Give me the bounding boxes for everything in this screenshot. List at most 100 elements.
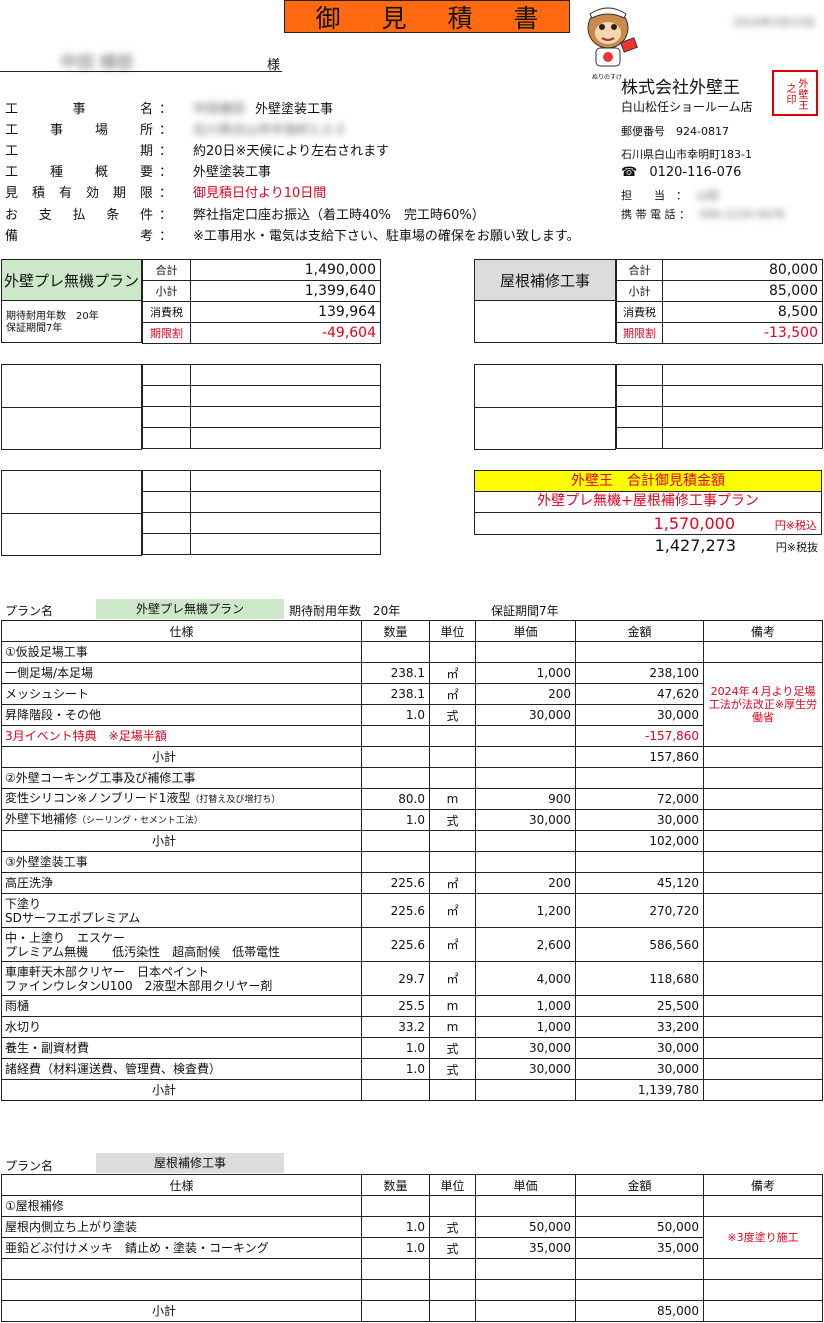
- plan2-qty: [361, 1300, 430, 1322]
- info-value: 外壁塗装工事: [193, 161, 271, 180]
- plan1-qty: 1.0: [361, 809, 430, 831]
- mascot-caption: ぬりのすけ: [592, 74, 623, 81]
- plan1-price: 30,000: [475, 1037, 576, 1059]
- plan1-remark-empty: [703, 851, 823, 873]
- plan1-price: 1,000: [475, 662, 576, 684]
- plan2-qty: 1.0: [361, 1237, 430, 1259]
- total-excl-label: 円※税抜: [775, 541, 818, 554]
- info-label-char: お: [5, 207, 19, 223]
- plan1-qty: [361, 746, 430, 768]
- plan2-price: [475, 1195, 576, 1217]
- info-label-char: 見: [5, 185, 19, 201]
- plan2-row: [1, 1279, 823, 1301]
- plan1-spec: ①仮設足場工事: [1, 641, 362, 663]
- mobile-line: 携 帯 電 話 ： 090-1234-5678: [621, 206, 784, 222]
- plan1-unit: m: [429, 1016, 476, 1038]
- plan1-unit: [429, 725, 476, 747]
- mobile-number: 090-1234-5678: [699, 208, 785, 221]
- plan1-row: 車庫軒天木部クリヤー 日本ペイントファインウレタンU100 2液型木部用クリヤー…: [1, 961, 823, 996]
- info-row: 見積有効期限：御見積日付より10日間: [5, 181, 326, 201]
- plan2-remark: ※3度塗り施工: [703, 1216, 823, 1259]
- plan1-spec-text: ②外壁コーキング工事及び補修工事: [5, 771, 196, 785]
- plan2-spec-text: 小計: [152, 1304, 177, 1318]
- plan1-spec-text: 下塗り: [5, 896, 42, 911]
- plan1-remark-empty: [703, 767, 823, 789]
- plan2-amount: 85,000: [575, 1300, 704, 1322]
- plan1-spec: 小計: [1, 746, 362, 768]
- plan1-header-cell: 金額: [575, 620, 704, 642]
- summary-right-row-label: 小計: [616, 280, 663, 302]
- summary-right-row-label: 消費税: [616, 301, 663, 323]
- total-box: 外壁王 合計御見積金額 外壁プレ無機+屋根補修工事プラン 1,570,000 円…: [474, 470, 822, 557]
- plan1-spec: 養生・副資材費: [1, 1037, 362, 1059]
- plan1-price: [475, 746, 576, 768]
- info-row: 工事名：中田様邸外壁塗装工事: [5, 97, 333, 117]
- info-colon: ：: [159, 207, 173, 223]
- plan1-price: 900: [475, 788, 576, 810]
- info-colon: ：: [159, 164, 173, 180]
- plan1-amount: 47,620: [575, 683, 704, 705]
- plan1-spec-text: ③外壁塗装工事: [5, 855, 88, 869]
- plan2-qty: [361, 1195, 430, 1217]
- plan1-spec-text: メッシュシート: [5, 687, 90, 701]
- info-label-char: 要: [139, 164, 153, 180]
- info-label-char: 支: [38, 207, 52, 223]
- plan1-price: [475, 725, 576, 747]
- info-label-char: 工: [5, 101, 19, 117]
- plan1-spec: 3月イベント特典 ※足場半額: [1, 725, 362, 747]
- plan1-qty: 238.1: [361, 662, 430, 684]
- summary-right-row-label: 期限割: [616, 322, 663, 344]
- plan1-unit: ㎡: [429, 893, 476, 928]
- info-value-redacted: 石川県白山市中島町1-2-3: [193, 122, 345, 138]
- plan1-spec-text: 車庫軒天木部クリヤー 日本ペイント: [5, 964, 210, 979]
- plan1-price: [475, 641, 576, 663]
- plan1-amount: [575, 767, 704, 789]
- plan1-remark: 2024年４月より足場工法が法改正※厚生労働省: [703, 662, 823, 747]
- plan1-price: 2,600: [475, 927, 576, 962]
- plan1-amount: 30,000: [575, 1037, 704, 1059]
- info-value-text: 弊社指定口座お振込（着工時40% 完工時60%）: [193, 207, 485, 223]
- plan1-spec-text: 小計: [152, 750, 177, 764]
- info-label-char: 場: [94, 122, 108, 138]
- summary-right-notes: [474, 301, 616, 343]
- info-row: 工期：約20日※天候により左右されます: [5, 139, 389, 159]
- summary-right-row: 期限割-13,500: [616, 322, 823, 344]
- plan1-amount: -157,860: [575, 725, 704, 747]
- plan1-warranty: 保証期間7年: [491, 604, 559, 618]
- info-label: 工事名: [5, 98, 159, 117]
- plan1-unit: [429, 767, 476, 789]
- info-label-char: 工: [5, 164, 19, 180]
- plan1-price: 1,000: [475, 995, 576, 1017]
- customer-underline: [0, 71, 282, 72]
- total-incl-amount: 1,570,000: [653, 514, 735, 533]
- plan1-unit: ㎡: [429, 961, 476, 996]
- plan2-amount: [575, 1279, 704, 1301]
- info-value: 約20日※天候により左右されます: [193, 140, 389, 159]
- plan2-spec-text: ①屋根補修: [5, 1199, 64, 1213]
- info-value: 弊社指定口座お振込（着工時40% 完工時60%）: [193, 204, 485, 223]
- plan1-remark-empty: [703, 995, 823, 1017]
- plan1-spec-text: 水切り: [5, 1020, 42, 1034]
- plan1-unit: [429, 746, 476, 768]
- plan2-price: [475, 1300, 576, 1322]
- summary-right-row-label: 合計: [616, 259, 663, 281]
- info-value-redacted: 中田様邸: [193, 101, 246, 117]
- postal-code: 郵便番号 924-0817: [621, 125, 729, 138]
- info-value-text: 約20日※天候により左右されます: [193, 143, 390, 159]
- plan1-amount: 33,200: [575, 1016, 704, 1038]
- info-label-char: 備: [5, 228, 19, 244]
- plan1-unit: [429, 1079, 476, 1101]
- plan1-unit: m: [429, 995, 476, 1017]
- plan2-remark-empty: [703, 1258, 823, 1280]
- phone-icon: ☎: [621, 165, 638, 180]
- plan1-unit: 式: [429, 704, 476, 726]
- plan1-remark-empty: [703, 746, 823, 768]
- plan1-spec-line2: SDサーフエポプレミアム: [5, 910, 141, 925]
